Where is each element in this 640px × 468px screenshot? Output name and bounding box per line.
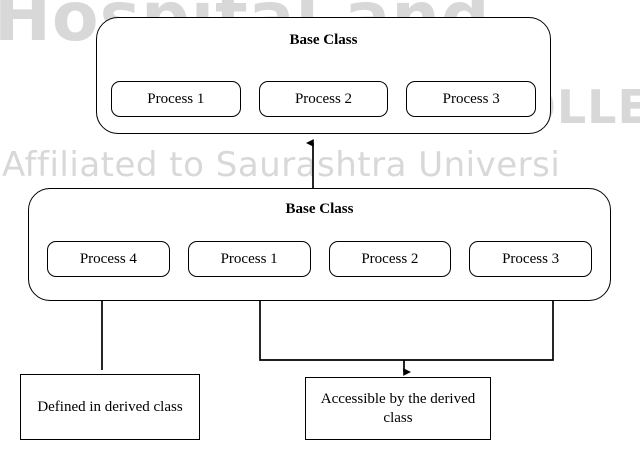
base-class-bottom-box[interactable]: Base Class Process 4 Process 1 Process 2… [28, 188, 611, 301]
base-class-bottom-process-row: Process 4 Process 1 Process 2 Process 3 [29, 241, 610, 277]
process-box-bottom-4[interactable]: Process 4 [47, 241, 170, 277]
process-box-top-2[interactable]: Process 2 [258, 81, 389, 117]
base-class-top-box[interactable]: Base Class Process 1 Process 2 Process 3 [96, 17, 551, 134]
accessible-bracket [259, 300, 554, 376]
base-class-top-title: Base Class [289, 32, 358, 48]
process-box-bottom-3[interactable]: Process 3 [469, 241, 592, 277]
base-class-bottom-title: Base Class [285, 201, 354, 217]
process-box-top-3[interactable]: Process 3 [406, 81, 537, 117]
note-accessible-by-derived-class[interactable]: Accessible by the derived class [305, 377, 491, 440]
process-box-bottom-1[interactable]: Process 1 [187, 241, 311, 277]
note-defined-in-derived-class[interactable]: Defined in derived class [20, 374, 200, 440]
process-box-bottom-2[interactable]: Process 2 [328, 241, 452, 277]
base-class-top-process-row: Process 1 Process 2 Process 3 [97, 81, 550, 117]
process-box-top-1[interactable]: Process 1 [111, 81, 241, 117]
